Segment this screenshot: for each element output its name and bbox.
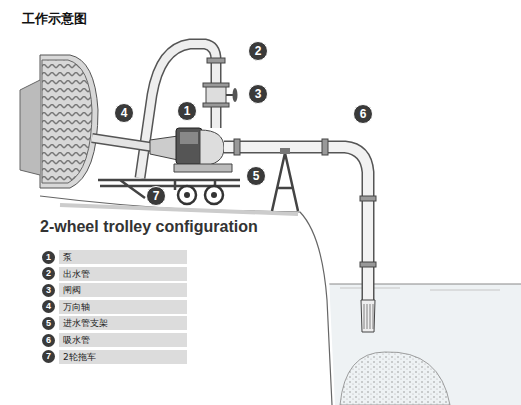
item-name: 泵: [59, 250, 187, 264]
item-name: 进水管支架: [59, 316, 187, 330]
item-number: 6: [42, 334, 55, 347]
legend-row: 5 进水管支架: [42, 316, 187, 330]
legend-row: 2 出水管: [42, 267, 187, 281]
callout-number: 2: [248, 41, 268, 61]
legend-row: 3 闸阀: [42, 283, 187, 297]
callout-number: 4: [114, 103, 134, 123]
item-number: 5: [42, 317, 55, 330]
legend-row: 7 2轮拖车: [42, 350, 187, 364]
legend-row: 6 吸水管: [42, 333, 187, 347]
item-number: 7: [42, 350, 55, 363]
callout-number: 6: [353, 104, 373, 124]
item-name: 出水管: [59, 267, 187, 281]
item-number: 3: [42, 284, 55, 297]
item-name: 2轮拖车: [59, 350, 187, 364]
item-number: 2: [42, 267, 55, 280]
page-title: 工作示意图: [22, 10, 87, 28]
item-number: 1: [42, 251, 55, 264]
item-number: 4: [42, 300, 55, 313]
item-name: 万向轴: [59, 300, 187, 314]
legend-row: 4 万向轴: [42, 300, 187, 314]
section-heading: 2-wheel trolley configuration: [40, 218, 258, 236]
legend-row: 1泵: [42, 250, 187, 264]
callout-number: 5: [246, 166, 266, 186]
callout-number: 7: [146, 186, 166, 206]
callout-number: 1: [177, 101, 197, 121]
item-name: 吸水管: [59, 333, 187, 347]
item-name: 闸阀: [59, 283, 187, 297]
callout-number: 3: [248, 84, 268, 104]
